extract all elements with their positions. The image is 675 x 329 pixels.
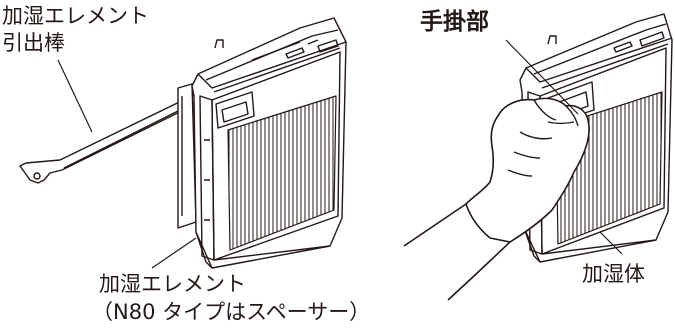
rod-label-line2: 引出棒 [2, 31, 65, 55]
humidifier-body-label: 加湿体 [582, 262, 645, 286]
leader-lines [57, 39, 623, 269]
element-label-line1: 加湿エレメント [99, 272, 246, 296]
handle-label: 手掛部 [420, 9, 489, 35]
hand-glove-drawing [403, 97, 590, 301]
element-label-line2: （N80 タイプはスペーサー） [92, 300, 371, 324]
rod-label-line1: 加湿エレメント [2, 4, 149, 28]
